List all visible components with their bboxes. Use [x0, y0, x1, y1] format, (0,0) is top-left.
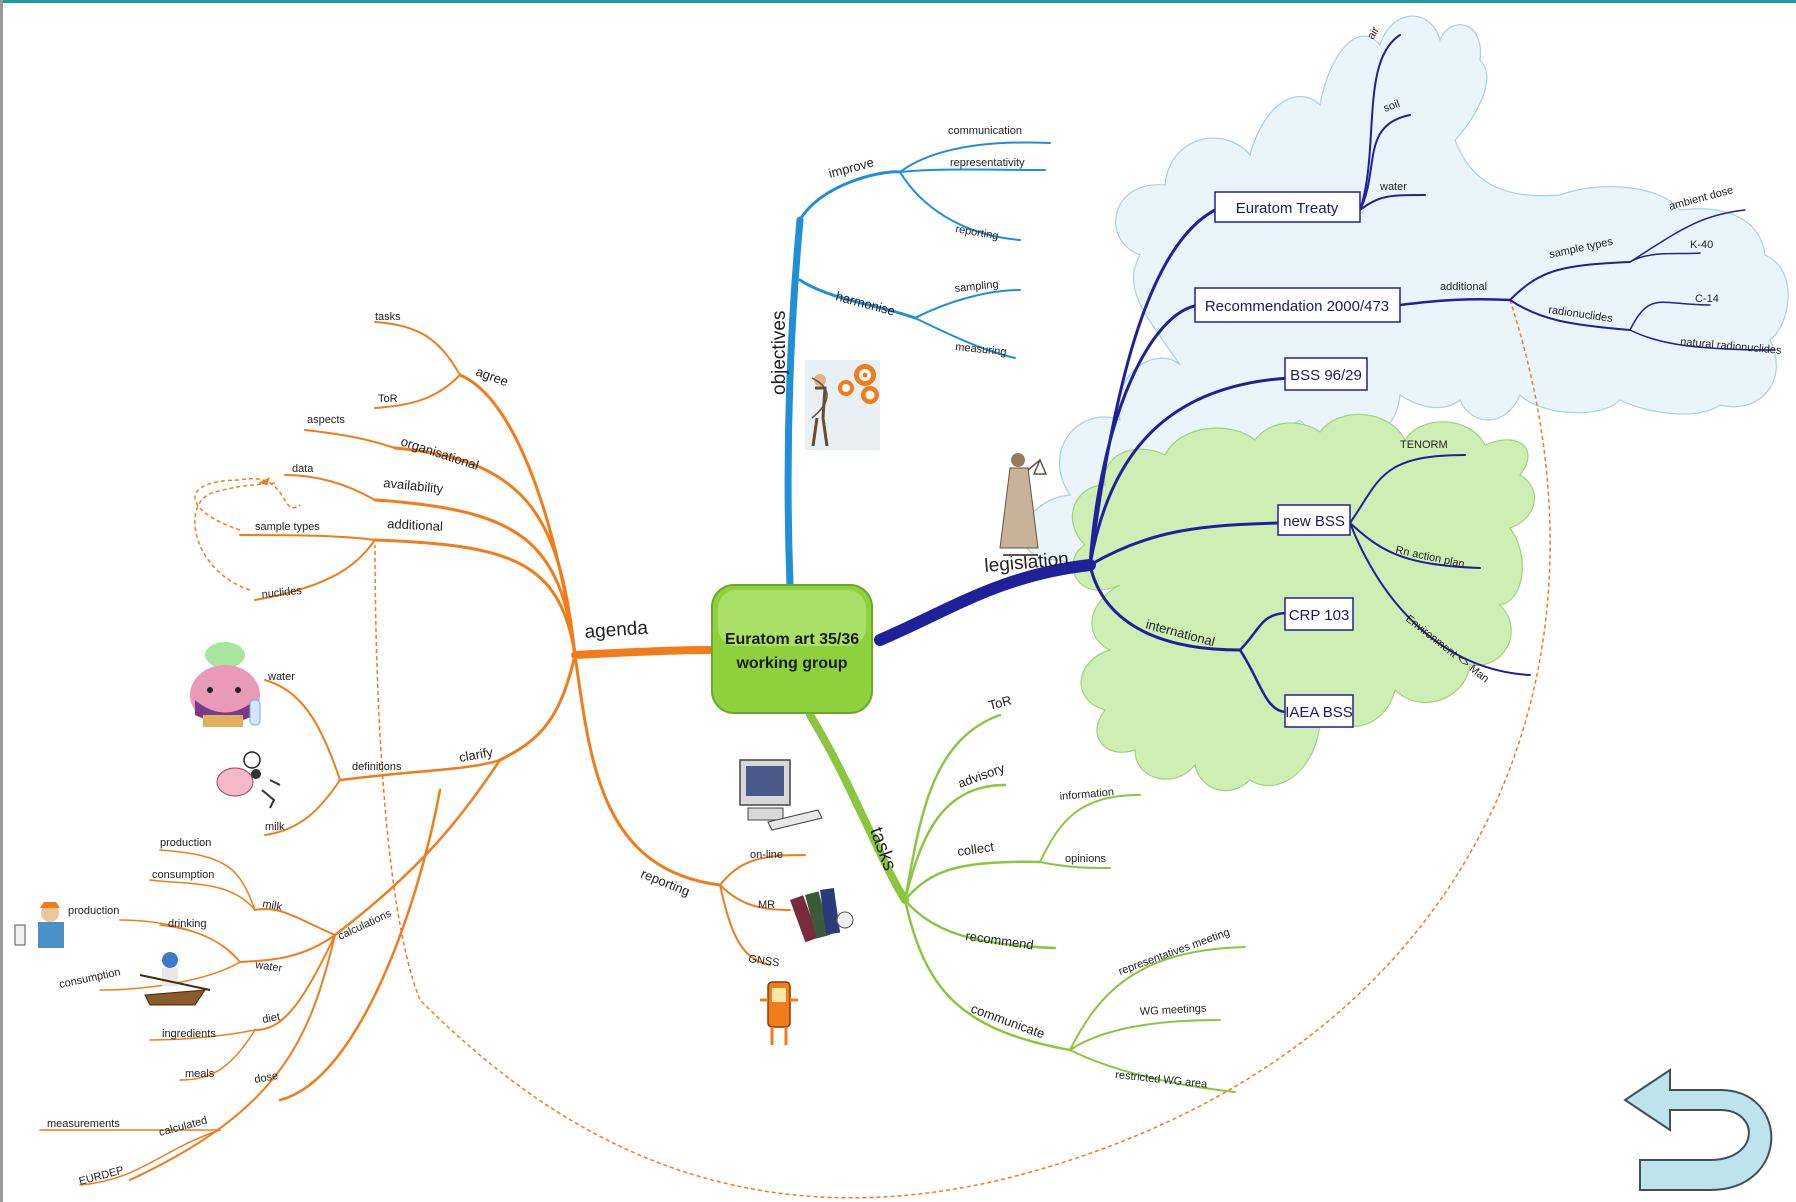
milk-consumption-label: consumption [152, 869, 214, 881]
top-border [0, 0, 1796, 3]
water-calc-label: water [254, 959, 284, 975]
bss-label: BSS 96/29 [1290, 367, 1362, 384]
back-arrow-icon[interactable] [1623, 1068, 1773, 1191]
definitions-label: definitions [352, 761, 402, 773]
air-label: air [1365, 25, 1382, 42]
agree-label: agree [474, 364, 510, 389]
euratom-treaty-label: Euratom Treaty [1236, 200, 1339, 217]
lady-justice-icon [999, 453, 1048, 556]
water-leg-label: water [1379, 181, 1407, 193]
sampling-label: sampling [954, 278, 999, 295]
bss-box[interactable]: BSS 96/29 [1284, 357, 1368, 391]
crp103-box[interactable]: CRP 103 [1284, 597, 1354, 631]
new-bss-label: new BSS [1283, 513, 1345, 530]
agenda-branch [39, 321, 806, 1186]
tasks-label: tasks [865, 825, 900, 874]
water-production-label: production [68, 905, 119, 917]
milk-calc-label: milk [261, 898, 283, 913]
central-node[interactable]: Euratom art 35/36 working group [711, 584, 873, 714]
k40-label: K-40 [1690, 239, 1713, 251]
opinions-label: opinions [1065, 853, 1106, 865]
dose-label: dose [253, 1070, 279, 1086]
ingredients-label: ingredients [162, 1028, 216, 1040]
chef-icon [190, 642, 261, 727]
central-title-line2: working group [735, 655, 847, 672]
euratom-treaty-box[interactable]: Euratom Treaty [1214, 191, 1361, 223]
collect-label: collect [956, 839, 995, 859]
rec-additional-label: additional [1440, 281, 1487, 293]
mr-label: MR [758, 899, 775, 911]
eurdep-label: EURDEP [78, 1164, 125, 1187]
online-label: on-line [750, 849, 783, 861]
harmonise-label: harmonise [834, 288, 897, 318]
representativity-label: representativity [950, 157, 1025, 169]
clarify-label: clarify [458, 744, 495, 765]
data-label: data [292, 463, 314, 475]
tasks-agenda-label: tasks [375, 311, 401, 323]
additional-agenda-label: additional [387, 516, 443, 534]
books-icon [790, 888, 854, 943]
reporting-obj-label: reporting [954, 223, 999, 242]
central-title-line1: Euratom art 35/36 [725, 631, 859, 648]
diet-label: diet [261, 1011, 281, 1026]
blue-cloud [1022, 15, 1789, 565]
water-consumption-label: consumption [58, 966, 122, 991]
water-def-label: water [267, 671, 295, 683]
meals-label: meals [185, 1068, 215, 1080]
farmer-icon [14, 902, 64, 948]
dashed-links [194, 299, 1551, 1199]
measurements-label: measurements [47, 1118, 120, 1130]
wg-meetings-label: WG meetings [1140, 1002, 1208, 1017]
left-border [0, 0, 3, 1202]
agenda-labels: agenda agree tasks ToR organisational as… [47, 311, 783, 1188]
restricted-wg-area-label: restricted WG area [1115, 1069, 1209, 1091]
tasks-branch [806, 711, 1246, 1093]
reporting-agenda-label: reporting [639, 866, 692, 899]
computer-icon [739, 759, 823, 831]
gnss-label: GNSS [748, 953, 781, 969]
communication-label: communication [948, 125, 1022, 137]
agenda-label: agenda [584, 618, 649, 643]
recommend-label: recommend [965, 928, 1035, 952]
c14-label: C-14 [1695, 293, 1719, 305]
milk-production-label: production [160, 837, 211, 849]
measuring-label: measuring [955, 341, 1007, 358]
new-bss-box[interactable]: new BSS [1277, 504, 1351, 536]
mobile-phone-icon [760, 981, 798, 1045]
legislation-branch [874, 34, 1776, 714]
cow-icon [216, 751, 281, 809]
archer-icon [805, 360, 880, 450]
calculated-label: calculated [158, 1114, 209, 1138]
objectives-labels: objectives improve communication represe… [769, 125, 1025, 395]
aspects-label: aspects [307, 414, 345, 426]
tor-agenda-label: ToR [378, 393, 398, 405]
crp103-label: CRP 103 [1289, 607, 1350, 624]
recommendation-box[interactable]: Recommendation 2000/473 [1194, 287, 1401, 323]
objectives-label: objectives [769, 311, 790, 396]
information-label: information [1059, 786, 1114, 803]
objectives-branch [784, 141, 1051, 589]
rowing-boat-icon [139, 952, 211, 1006]
iaea-bss-label: IAEA BSS [1285, 704, 1353, 721]
nuclides-label: nuclides [261, 585, 303, 601]
iaea-bss-box[interactable]: IAEA BSS [1284, 694, 1354, 728]
organisational-label: organisational [399, 434, 481, 473]
tenorm-label: TENORM [1400, 439, 1448, 451]
availability-label: availability [383, 475, 445, 496]
soil-label: soil [1382, 98, 1402, 115]
milk-def-label: milk [265, 821, 285, 833]
sample-types-agenda-label: sample types [255, 521, 320, 533]
representatives-meeting-label: representatives meeting [1117, 926, 1231, 977]
drinking-label: drinking [168, 918, 207, 930]
tor-task-label: ToR [987, 692, 1013, 712]
recommendation-label: Recommendation 2000/473 [1205, 298, 1389, 315]
